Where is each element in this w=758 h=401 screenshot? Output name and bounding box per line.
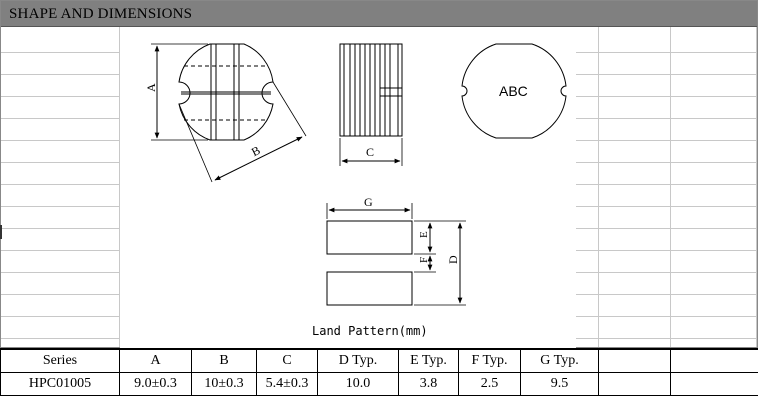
empty-cell [598, 372, 671, 396]
dim-c-label: C [366, 145, 374, 159]
header-cell-c: C [256, 348, 318, 373]
header-cell-series: Series [0, 348, 120, 373]
table-cell: 9.5 [520, 372, 599, 396]
side-view-drawing [339, 43, 403, 166]
top-view-drawing [151, 43, 307, 183]
dimension-drawing: A B C ABC [120, 27, 576, 348]
dim-f-label: F [418, 257, 430, 263]
section-header: SHAPE AND DIMENSIONS [1, 1, 757, 27]
header-cell-a: A [119, 348, 192, 373]
header-cell-b: B [191, 348, 257, 373]
spec-table: Series A B C D Typ. E Typ. F Typ. G Typ.… [0, 348, 758, 396]
table-cell: 10.0 [317, 372, 399, 396]
table-row: HPC01005 9.0±0.3 10±0.3 5.4±0.3 10.0 3.8… [0, 372, 758, 396]
dim-b-label: B [249, 143, 262, 159]
table-cell: 3.8 [398, 372, 459, 396]
component-marking: ABC [499, 83, 528, 99]
land-pattern-caption: Land Pattern(mm) [312, 324, 428, 338]
header-cell-d-typ: D Typ. [317, 348, 399, 373]
table-cell: 9.0±0.3 [119, 372, 192, 396]
section-title: SHAPE AND DIMENSIONS [9, 6, 193, 22]
empty-cell [598, 348, 671, 373]
dim-d-label: D [446, 255, 460, 264]
header-cell-f-typ: F Typ. [458, 348, 521, 373]
empty-cell [670, 348, 758, 373]
table-cell: HPC01005 [0, 372, 120, 396]
table-cell: 10±0.3 [191, 372, 257, 396]
header-cell-e-typ: E Typ. [398, 348, 459, 373]
header-cell-g-typ: G Typ. [520, 348, 599, 373]
empty-cell [670, 372, 758, 396]
dim-g-label: G [364, 195, 373, 209]
land-pattern-drawing [326, 203, 466, 306]
dim-e-label: E [418, 231, 430, 238]
dim-a-label: A [144, 83, 158, 92]
table-cell: 2.5 [458, 372, 521, 396]
table-cell: 5.4±0.3 [256, 372, 318, 396]
table-header-row: Series A B C D Typ. E Typ. F Typ. G Typ. [0, 348, 758, 373]
row-marker [0, 225, 2, 239]
marked-view-drawing [461, 43, 567, 139]
